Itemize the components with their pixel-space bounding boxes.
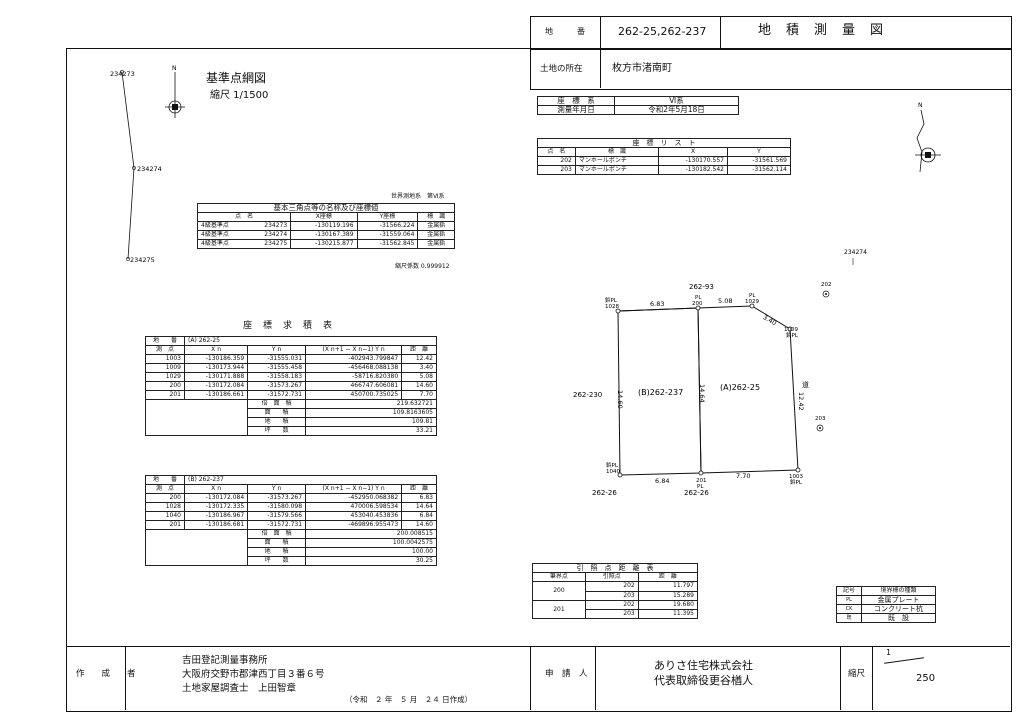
svg-text:鋲PL: 鋲PL: [790, 478, 803, 486]
area-table-a: 地 番 (A) 262-25 測 点 X n Y n (X n+1 − X n−…: [144, 336, 437, 436]
scale-numerator: 1: [886, 648, 892, 657]
location-block: [530, 48, 1012, 90]
maker-surveyor: 土地家屋調査士 上田智章: [182, 683, 297, 694]
svg-text:1028: 1028: [605, 304, 619, 310]
svg-text:鋲PL: 鋲PL: [606, 461, 619, 469]
svg-text:262-26: 262-26: [592, 489, 617, 497]
svg-text:鋲PL: 鋲PL: [786, 331, 799, 339]
date-note: （令和 ２ 年 ５ 月 ２４ 日作成）: [345, 695, 473, 704]
svg-text:N: N: [172, 65, 177, 72]
maker-name: 吉田登記測量事務所: [182, 655, 268, 666]
svg-text:1029: 1029: [745, 299, 759, 305]
svg-text:PL: PL: [697, 484, 704, 490]
base-network-title: 基準点網図: [206, 71, 267, 85]
table-row: 4級基準点 234273 -130119.196 -31566.224 金属鋲: [196, 221, 455, 231]
svg-text:6.84: 6.84: [655, 477, 669, 485]
system-note: 世界測地系 第Ⅵ系: [391, 193, 445, 200]
base-network-scale: 縮尺 1/1500: [210, 90, 269, 101]
doc-title: 地 積 測 量 図: [758, 23, 885, 38]
svg-text:234274: 234274: [844, 249, 867, 256]
scale-factor: 縮尺係数 0.999912: [395, 263, 450, 270]
table-row: 4級基準点 234274 -130167.389 -31559.064 金属鋲: [196, 230, 455, 240]
svg-text:200: 200: [692, 301, 703, 307]
location-value: 枚方市渚南町: [612, 63, 672, 74]
applicant-rep: 代表取締役更谷楢人: [654, 674, 753, 687]
svg-text:1009: 1009: [784, 327, 798, 333]
svg-text:202: 202: [821, 282, 832, 288]
svg-text:262-93: 262-93: [689, 283, 714, 291]
svg-text:(B)262-237: (B)262-237: [638, 388, 683, 397]
svg-text:6.83: 6.83: [650, 300, 664, 308]
svg-text:14.60: 14.60: [616, 390, 624, 409]
footer-divider: [66, 646, 1010, 647]
svg-text:3.40: 3.40: [761, 313, 778, 327]
maker-address: 大阪府交野市郡津西丁目３番６号: [182, 669, 325, 680]
coord-list-table: 座 標 リ ス ト 点 名 標 識 X Y 202 マンホールポンチ -1301…: [537, 138, 792, 175]
title-block: [530, 16, 1012, 50]
parcel-a: [697, 305, 799, 474]
maker-label: 作 成 者: [76, 669, 136, 679]
applicant-company: ありさ住宅株式会社: [654, 659, 753, 672]
svg-text:N: N: [918, 102, 923, 109]
point-label: 234273: [110, 70, 135, 78]
svg-text:PL: PL: [749, 293, 756, 299]
table-row: 203 マンホールポンチ -130182.542 -31562.114: [537, 165, 792, 175]
svg-text:262-26: 262-26: [684, 489, 709, 497]
area-calc-title: 座 標 求 積 表: [243, 321, 334, 331]
svg-text:5.08: 5.08: [718, 297, 732, 305]
triangulation-table: 基本三角点等の名称及び座標値 点 名 X座標 Y座標 標 識 4級基準点 234…: [196, 203, 455, 249]
svg-text:道: 道: [802, 380, 809, 389]
lot-label: 地 番: [545, 27, 585, 36]
svg-text:1040: 1040: [606, 469, 620, 475]
north-arrow-icon: N: [165, 65, 185, 118]
north-arrow-icon: N: [915, 102, 941, 173]
svg-text:14.64: 14.64: [698, 384, 706, 403]
location-label: 土地の所在: [540, 64, 583, 74]
point-label: 234275: [130, 256, 155, 264]
scale-denominator: 250: [916, 673, 936, 684]
svg-text:7.70: 7.70: [736, 472, 750, 480]
point-label: 234274: [137, 165, 162, 173]
svg-text:262-230: 262-230: [573, 391, 602, 399]
base-network-diagram: 234273 234274 234275 N: [110, 65, 185, 264]
svg-text:1003: 1003: [789, 474, 803, 480]
svg-text:鋲PL: 鋲PL: [605, 296, 618, 304]
svg-text:201: 201: [696, 478, 707, 484]
area-table-b: 地 番 (B) 262-237 測 点 X n Y n (X n+1 − X n…: [144, 475, 437, 566]
svg-text:203: 203: [815, 416, 826, 422]
svg-text:(A)262-25: (A)262-25: [720, 383, 760, 392]
svg-text:12.42: 12.42: [797, 392, 805, 411]
scale-label: 縮尺: [848, 669, 866, 679]
lot-value: 262-25,262-237: [618, 25, 707, 38]
plot-drawing: N 鋲PL 1028 PL 200 PL 1029 1009 鋲PL 鋲PL 1…: [573, 102, 941, 497]
applicant-label: 申 請 人: [545, 669, 588, 679]
svg-text:PL: PL: [695, 295, 702, 301]
table-row: 4級基準点 234275 -130215.877 -31562.845 金属鋲: [196, 239, 455, 249]
